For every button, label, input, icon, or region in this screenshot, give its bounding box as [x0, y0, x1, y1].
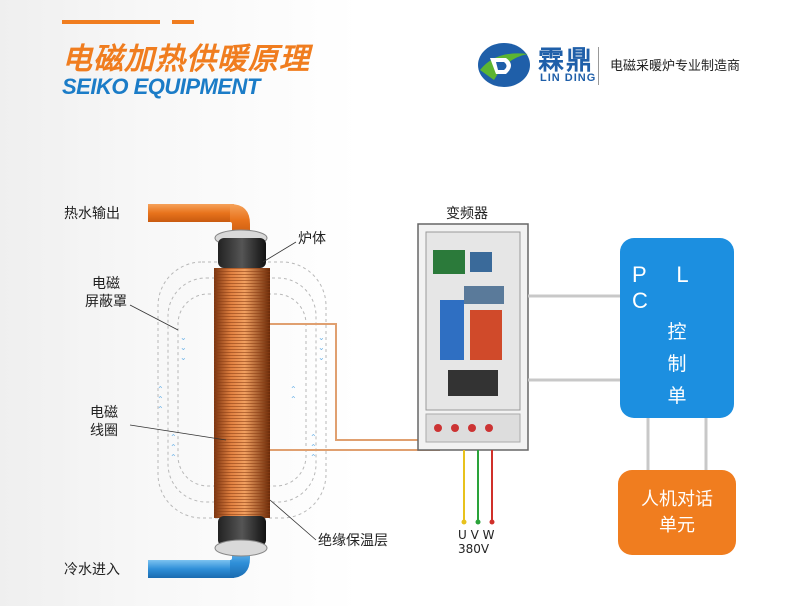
- svg-text:⌄: ⌄: [180, 353, 187, 362]
- svg-text:⌃: ⌃: [157, 385, 164, 394]
- label-shield-cover: 电磁 屏蔽罩: [84, 275, 128, 311]
- svg-text:⌄: ⌄: [180, 343, 187, 352]
- svg-text:⌃: ⌃: [290, 395, 297, 404]
- svg-text:⌄: ⌄: [318, 333, 325, 342]
- page-title: 电磁加热供暖原理: [62, 42, 310, 77]
- label-shield-cover-line1: 电磁: [92, 276, 120, 292]
- label-insulation: 绝缘保温层: [318, 533, 388, 549]
- label-coil-line1: 电磁: [90, 405, 118, 421]
- hmi-line2: 单元: [659, 514, 695, 536]
- lin-ding-logo-icon: [478, 43, 530, 87]
- hot-water-pipe: [148, 204, 250, 236]
- svg-text:⌄: ⌄: [318, 343, 325, 352]
- plc-char-1: 控: [667, 321, 687, 343]
- plc-char-2: 制: [667, 353, 687, 375]
- plc-title: P L C: [632, 262, 700, 313]
- control-signal-lines: [528, 294, 708, 470]
- plc-control-unit: P L C 控 制 单 元: [620, 238, 734, 439]
- power-leads: [461, 450, 495, 525]
- label-coil-line2: 线圈: [90, 423, 118, 439]
- label-cold-water-in: 冷水进入: [64, 562, 120, 578]
- svg-text:⌃: ⌃: [157, 395, 164, 404]
- svg-text:⌃: ⌃: [170, 433, 177, 442]
- plc-char-3: 单: [667, 385, 687, 407]
- header-accent-bar: [62, 20, 160, 24]
- plc-char-4: 元: [667, 417, 687, 439]
- furnace-body: [214, 229, 270, 557]
- svg-text:⌃: ⌃: [310, 433, 317, 442]
- hmi-unit: 人机对话 单元: [618, 470, 736, 555]
- svg-text:⌃: ⌃: [310, 453, 317, 462]
- label-coil: 电磁 线圈: [84, 404, 124, 440]
- header-accent-bar-short: [172, 20, 194, 24]
- hmi-line1: 人机对话: [641, 488, 713, 510]
- page-subtitle: SEIKO EQUIPMENT: [62, 74, 260, 99]
- svg-text:⌃: ⌃: [310, 443, 317, 452]
- svg-text:⌄: ⌄: [180, 333, 187, 342]
- leader-lines: [129, 241, 317, 541]
- brand-tagline: 电磁采暖炉专业制造商: [610, 59, 741, 74]
- label-hot-water-out: 热水输出: [64, 206, 120, 222]
- brand-name-en: LIN DING: [540, 72, 597, 84]
- svg-text:⌃: ⌃: [170, 443, 177, 452]
- svg-text:⌄: ⌄: [318, 353, 325, 362]
- coil-connection-wires: [270, 323, 440, 451]
- svg-text:⌃: ⌃: [157, 405, 164, 414]
- brand-divider: [598, 47, 599, 85]
- inverter-cabinet: [417, 223, 529, 451]
- brand-name-cn: 霖鼎: [538, 46, 595, 76]
- label-shield-cover-line2: 屏蔽罩: [85, 294, 127, 310]
- label-voltage: 380V: [458, 542, 490, 556]
- label-furnace-body: 炉体: [298, 231, 326, 247]
- label-inverter: 变频器: [446, 206, 488, 222]
- svg-text:⌃: ⌃: [290, 385, 297, 394]
- field-arrows: ⌄⌄⌄ ⌄⌄⌄ ⌃⌃⌃ ⌃⌃⌃ ⌃⌃ ⌃⌃⌃: [157, 333, 325, 462]
- label-phases: U V W: [458, 528, 495, 542]
- svg-text:⌃: ⌃: [170, 453, 177, 462]
